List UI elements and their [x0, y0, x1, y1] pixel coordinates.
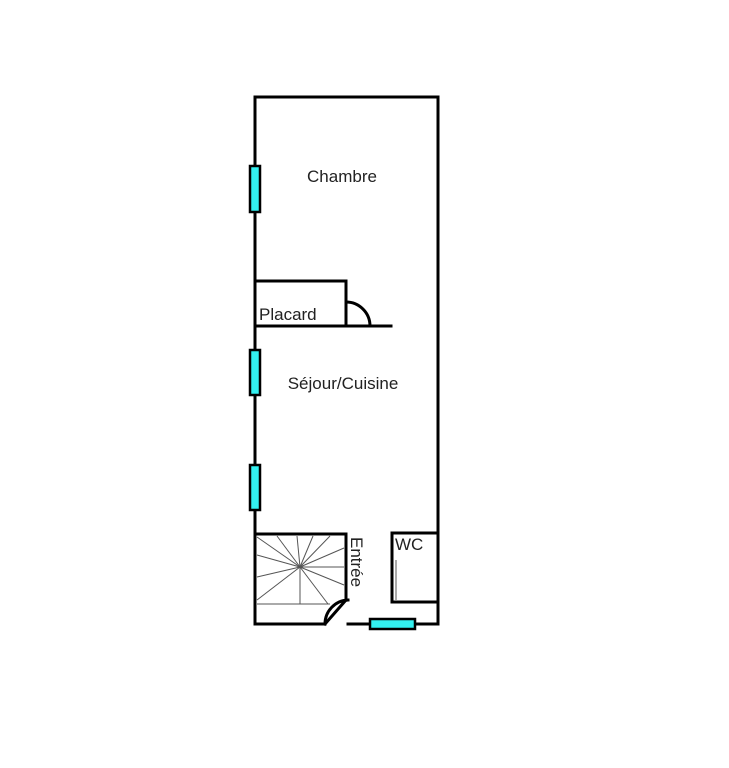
- window-sejour-2: [248, 463, 262, 512]
- label-chambre: Chambre: [307, 167, 377, 186]
- entry-door-leaf: [322, 597, 349, 627]
- window-sejour-1: [248, 348, 262, 397]
- placard-door-swing: [344, 300, 372, 328]
- stair-steps: [256, 535, 345, 605]
- label-entree: Entrée: [347, 537, 366, 587]
- entry-door-swing: [323, 598, 350, 626]
- label-wc: WC: [395, 535, 423, 554]
- staircase: [253, 532, 350, 627]
- label-sejour: Séjour/Cuisine: [288, 374, 399, 393]
- placard-closet: [253, 279, 393, 328]
- window-bottom: [368, 617, 417, 631]
- label-placard: Placard: [259, 305, 317, 324]
- windows: [248, 164, 417, 631]
- window-chambre: [248, 164, 262, 214]
- wc-room: [390, 531, 440, 604]
